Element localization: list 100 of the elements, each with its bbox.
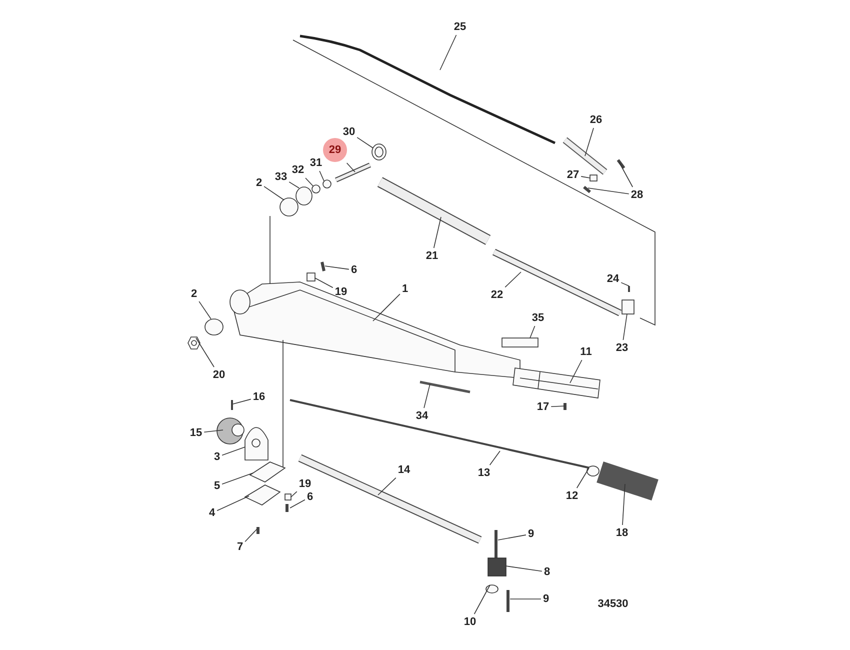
leader-line — [504, 272, 522, 288]
leader-line — [305, 178, 314, 186]
leader-line — [204, 430, 224, 432]
washer — [322, 180, 332, 188]
callout-number: 16 — [252, 390, 266, 404]
leader-line — [314, 278, 334, 288]
bushing — [204, 318, 224, 336]
pin — [616, 159, 626, 169]
callout-number: 32 — [290, 163, 306, 177]
leader-line — [196, 338, 214, 368]
bracket — [244, 427, 268, 460]
plate — [249, 462, 286, 482]
block — [590, 174, 598, 182]
callout-number: 35 — [530, 311, 546, 325]
callout-number: 24 — [606, 272, 620, 286]
callout-number: 14 — [396, 463, 412, 477]
callout-number: 9 — [542, 592, 550, 606]
callout-number: 17 — [536, 400, 550, 414]
leader-line — [264, 186, 284, 200]
bushing — [296, 186, 312, 206]
leader-line — [324, 266, 350, 270]
callout-number: 30 — [342, 125, 356, 139]
leader-line — [290, 491, 298, 498]
pin — [583, 186, 591, 194]
callout-number: 34 — [414, 409, 430, 423]
callout-number: 27 — [566, 168, 580, 182]
cable — [300, 34, 556, 144]
callout-number: 33 — [274, 170, 288, 184]
callout-number: 21 — [424, 249, 440, 263]
callout-number: 9 — [526, 527, 536, 541]
leader-line — [622, 484, 626, 526]
screw — [256, 527, 260, 534]
callout-number: 12 — [564, 489, 580, 503]
highlighted-callout-number: 29 — [323, 138, 347, 162]
sleeve — [622, 300, 634, 314]
callout-number: 4 — [208, 506, 216, 520]
grip — [596, 462, 658, 500]
leader-line — [440, 34, 457, 70]
drawing-number: 34530 — [596, 597, 630, 611]
callout-number: 15 — [188, 426, 204, 440]
callout-number: 28 — [630, 188, 644, 202]
leader-line — [506, 566, 542, 572]
callout-number: 6 — [350, 263, 358, 277]
bushing — [280, 198, 298, 216]
knob — [216, 418, 244, 444]
leader-line — [356, 137, 374, 148]
screw — [286, 504, 288, 512]
tube — [377, 177, 491, 245]
leader-line — [288, 182, 300, 188]
leader-line — [222, 446, 246, 456]
callout-number: 13 — [476, 466, 492, 480]
cotter-pin — [420, 380, 470, 394]
leader-line — [620, 282, 630, 286]
callout-number: 23 — [614, 341, 630, 355]
wing-nut — [486, 584, 498, 594]
leader-line — [232, 398, 252, 404]
callout-number: 26 — [588, 113, 604, 127]
leader-line — [424, 384, 430, 408]
callout-number: 2 — [190, 287, 198, 301]
callout-number: 20 — [212, 368, 226, 382]
leader-line — [244, 528, 258, 542]
callout-number: 10 — [462, 615, 478, 629]
leader-line — [319, 170, 324, 182]
leader-line — [550, 406, 566, 408]
leader-line — [498, 534, 526, 540]
leader-line — [588, 188, 630, 194]
leader-line — [372, 294, 400, 322]
callout-number: 6 — [306, 490, 314, 504]
callout-number: 18 — [614, 526, 630, 540]
leader-line — [474, 584, 490, 614]
seal-ring — [372, 144, 386, 160]
bolt — [506, 590, 510, 612]
callout-number: 31 — [308, 156, 324, 170]
callout-number: 2 — [254, 176, 264, 190]
tiller-arm — [230, 282, 520, 378]
nut — [188, 336, 200, 350]
washer — [312, 184, 320, 194]
leader-line — [346, 162, 356, 172]
callout-number: 19 — [334, 285, 348, 299]
callout-number: 1 — [400, 282, 410, 296]
leader-line — [378, 477, 396, 496]
callout-number: 22 — [490, 288, 504, 302]
leader-line — [222, 472, 254, 485]
leader-line — [489, 450, 500, 466]
leader-line — [584, 128, 594, 156]
leader-line — [622, 314, 628, 340]
leader-line — [580, 176, 590, 178]
clamp — [488, 558, 506, 576]
decal — [502, 338, 538, 348]
leader-line — [576, 468, 590, 488]
plate — [244, 484, 281, 506]
leader-line — [198, 301, 212, 320]
leader-line — [570, 360, 582, 384]
leader-line — [510, 598, 542, 600]
leader-line — [433, 216, 442, 248]
leader-line — [290, 499, 306, 508]
leader-line — [530, 326, 536, 338]
grip — [512, 368, 600, 398]
clip — [306, 272, 316, 282]
callout-number: 11 — [579, 345, 593, 359]
